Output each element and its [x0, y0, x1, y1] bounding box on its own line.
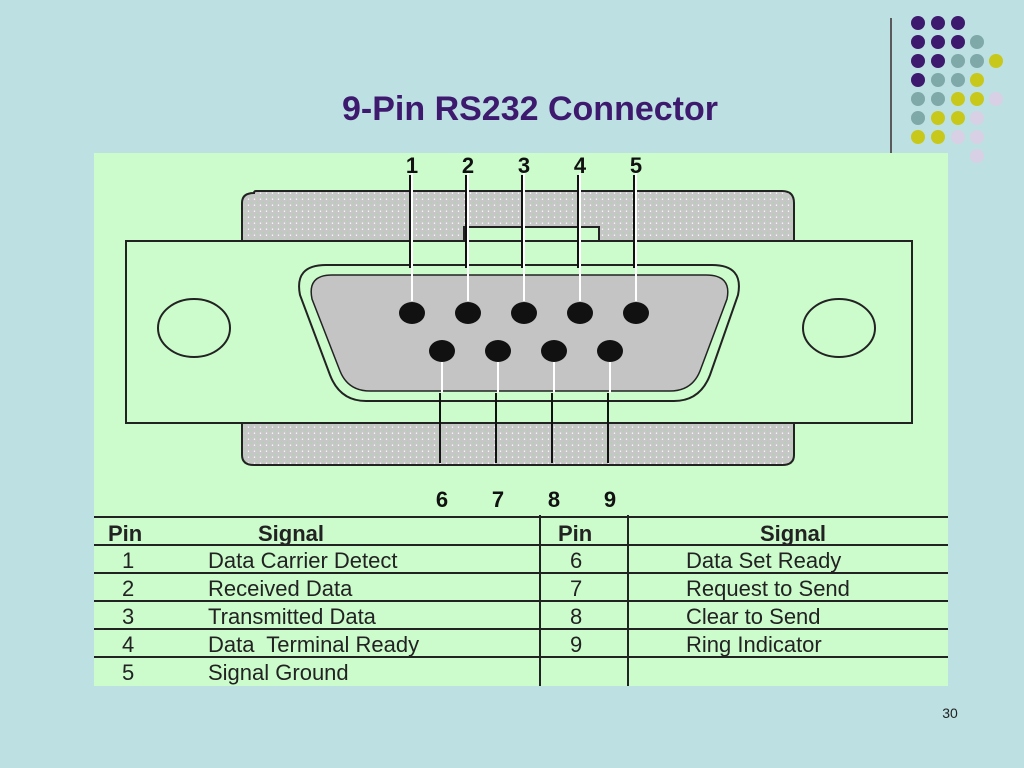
- pin-7: [485, 340, 511, 362]
- pin-6: [429, 340, 455, 362]
- left-row-1-pin: 1: [122, 548, 135, 573]
- left-row-5-pin: 5: [122, 660, 135, 685]
- pin-number-8: 8: [548, 487, 560, 512]
- table-grid-lines: [94, 515, 948, 686]
- dot: [911, 130, 925, 144]
- header-left-pin: Pin: [108, 521, 143, 546]
- header-right-pin: Pin: [558, 521, 593, 546]
- dot: [931, 73, 945, 87]
- pin-number-6: 6: [436, 487, 448, 512]
- pin-number-4: 4: [574, 153, 587, 178]
- dot: [931, 54, 945, 68]
- left-row-3-signal: Transmitted Data: [208, 604, 376, 629]
- pin-number-3: 3: [518, 153, 530, 178]
- dot: [951, 111, 965, 125]
- dot: [951, 16, 965, 30]
- dot-grid-group: [911, 16, 1003, 163]
- top-pin-leader-lines: [411, 173, 637, 301]
- dot: [931, 35, 945, 49]
- mounting-hole-right: [802, 298, 876, 358]
- pin-4: [567, 302, 593, 324]
- dot: [911, 35, 925, 49]
- dot: [970, 54, 984, 68]
- pin-8: [541, 340, 567, 362]
- right-row-2-signal: Request to Send: [686, 576, 850, 601]
- header-right-signal: Signal: [760, 521, 827, 546]
- pin-5: [623, 302, 649, 324]
- right-row-3-signal: Clear to Send: [686, 604, 821, 629]
- pin-2: [455, 302, 481, 324]
- connector-figure: 1 2 3 4 5 6 7 8 9 Pin Signal: [94, 153, 948, 686]
- dot: [989, 54, 1003, 68]
- left-row-1-signal: Data Carrier Detect: [208, 548, 398, 573]
- dot: [989, 92, 1003, 106]
- dot: [951, 92, 965, 106]
- right-row-2-pin: 7: [570, 576, 583, 601]
- dot: [911, 16, 925, 30]
- pin-number-1: 1: [406, 153, 418, 178]
- decorative-dot-grid: [911, 16, 1003, 163]
- left-row-2-pin: 2: [122, 576, 135, 601]
- pin-1: [399, 302, 425, 324]
- pin-number-7: 7: [492, 487, 504, 512]
- left-row-4-signal: Data Terminal Ready: [208, 632, 420, 657]
- dot: [970, 111, 984, 125]
- dot: [970, 149, 984, 163]
- right-row-3-pin: 8: [570, 604, 583, 629]
- left-row-4-pin: 4: [122, 632, 135, 657]
- dot: [970, 130, 984, 144]
- slide-title: 9-Pin RS232 Connector: [342, 90, 718, 128]
- pin-signal-table: Pin Signal Pin Signal 1 Data Carrier Det…: [94, 515, 948, 686]
- dot: [931, 16, 945, 30]
- dot: [911, 111, 925, 125]
- dot: [931, 130, 945, 144]
- mounting-hole-left: [157, 298, 231, 358]
- db9-connector-diagram: 1 2 3 4 5 6 7 8 9: [125, 153, 913, 512]
- dot: [970, 92, 984, 106]
- title-divider-line: [890, 18, 892, 153]
- right-row-1-signal: Data Set Ready: [686, 548, 842, 573]
- pin-number-5: 5: [630, 153, 642, 178]
- pin-9: [597, 340, 623, 362]
- pin-number-9: 9: [604, 487, 616, 512]
- dot: [951, 35, 965, 49]
- dot: [951, 73, 965, 87]
- dot: [931, 92, 945, 106]
- left-row-2-signal: Received Data: [208, 576, 353, 601]
- dsub-shell-inner: [310, 274, 729, 392]
- right-row-1-pin: 6: [570, 548, 583, 573]
- dot: [911, 54, 925, 68]
- dot: [951, 130, 965, 144]
- dot: [970, 73, 984, 87]
- dot: [931, 111, 945, 125]
- header-left-signal: Signal: [258, 521, 325, 546]
- pin-3: [511, 302, 537, 324]
- left-row-5-signal: Signal Ground: [208, 660, 349, 685]
- right-row-4-pin: 9: [570, 632, 583, 657]
- dot: [951, 54, 965, 68]
- slide-page-number: 30: [942, 705, 958, 721]
- shell-top: [241, 190, 795, 242]
- dot: [911, 92, 925, 106]
- left-row-3-pin: 3: [122, 604, 135, 629]
- pin-number-2: 2: [462, 153, 474, 178]
- dot: [970, 35, 984, 49]
- right-row-4-signal: Ring Indicator: [686, 632, 822, 657]
- dot: [911, 73, 925, 87]
